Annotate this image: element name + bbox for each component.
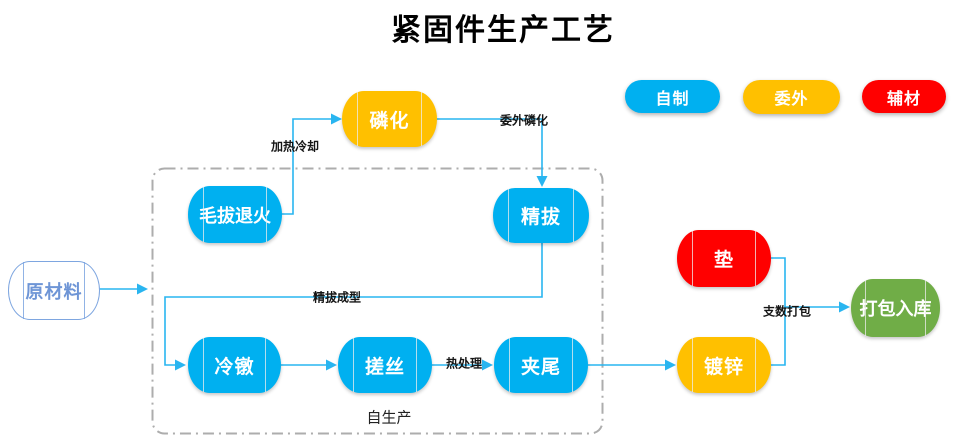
node-cold-heading[interactable]: 冷镦	[188, 337, 281, 393]
legend-self-made[interactable]: 自制	[625, 80, 720, 113]
node-packing-storage-label: 打包入库	[859, 299, 932, 319]
edge-label-fine-draw-forming: 精拔成型	[312, 290, 362, 305]
node-tail-clamping-label: 夹尾	[520, 356, 561, 378]
node-rough-draw-anneal-label: 毛拔退火	[199, 205, 271, 226]
edge-label-count-packing: 支数打包	[762, 304, 812, 319]
node-galvanizing-label: 镀锌	[703, 356, 744, 378]
self-production-label: 自生产	[366, 409, 412, 427]
node-phosphating-label: 磷化	[369, 110, 410, 132]
edge-label-outsourced-phosphating: 委外磷化	[499, 113, 549, 128]
diagram-title: 紧固件生产工艺	[391, 13, 615, 48]
edge-finedraw-to-coldheading	[164, 243, 543, 366]
node-packing-storage[interactable]: 打包入库	[851, 279, 940, 337]
node-raw-material-label: 原材料	[25, 281, 83, 302]
edge-washer-to-junction	[771, 257, 786, 308]
node-washer[interactable]: 垫	[677, 230, 771, 287]
node-rough-draw-anneal[interactable]: 毛拔退火	[188, 186, 282, 243]
node-fine-drawing-label: 精拔	[520, 207, 561, 228]
edge-phosphating-to-finedraw	[437, 118, 543, 176]
arrowhead-into-threadrolling	[326, 359, 337, 371]
arrowhead-into-galvanizing	[665, 359, 676, 371]
edge-label-heat-cool: 加热冷却	[270, 139, 320, 154]
self-production-container	[151, 167, 604, 435]
edge-galvanizing-to-junction	[771, 306, 786, 366]
arrowhead-into-tailclamping	[482, 359, 493, 371]
legend-auxiliary[interactable]: 辅材	[862, 80, 946, 113]
node-phosphating[interactable]: 磷化	[342, 91, 437, 147]
legend-auxiliary-label: 辅材	[886, 90, 921, 108]
arrowhead-rawmaterial	[137, 283, 148, 295]
node-thread-rolling[interactable]: 搓丝	[338, 337, 432, 393]
node-cold-heading-label: 冷镦	[214, 356, 255, 378]
arrowhead-into-coldheading	[175, 359, 186, 371]
node-galvanizing[interactable]: 镀锌	[677, 337, 771, 393]
arrowhead-into-finedraw	[536, 176, 548, 187]
legend-outsourced-label: 委外	[774, 91, 809, 108]
arrowhead-into-packing	[839, 301, 850, 313]
edge-label-heat-treatment: 热处理	[445, 356, 483, 371]
arrowhead-into-phosphating	[331, 113, 342, 125]
node-washer-label: 垫	[713, 250, 734, 271]
legend-self-made-label: 自制	[655, 90, 690, 108]
node-fine-drawing[interactable]: 精拔	[493, 188, 589, 243]
legend-outsourced[interactable]: 委外	[743, 80, 840, 114]
node-raw-material[interactable]: 原材料	[8, 261, 100, 320]
edge-anneal-to-phosphating	[281, 118, 331, 215]
node-thread-rolling-label: 搓丝	[364, 356, 405, 378]
node-tail-clamping[interactable]: 夹尾	[494, 337, 588, 393]
